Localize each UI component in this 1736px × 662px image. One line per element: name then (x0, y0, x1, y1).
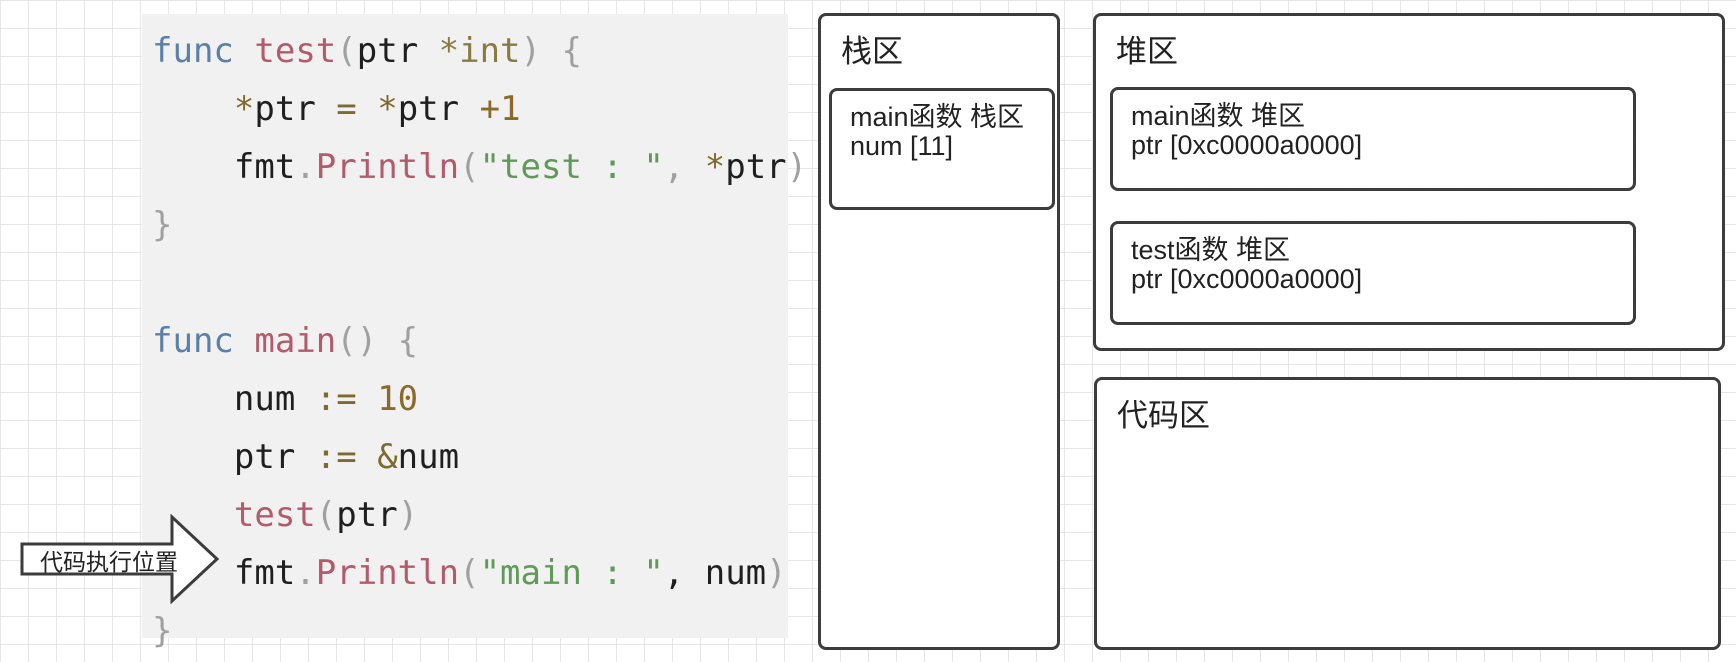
code-token: ( (459, 147, 480, 187)
code-line: fmt.Println("test : ", *ptr) (152, 147, 807, 187)
code-token (234, 31, 254, 71)
code-line: num := 10 (152, 379, 418, 419)
frame-value: ptr [0xc0000a0000] (1131, 264, 1363, 294)
code-token: * (704, 147, 726, 187)
execution-pointer-arrow (20, 514, 220, 604)
code-token: ) { (520, 31, 582, 71)
code-area-title: 代码区 (1117, 398, 1210, 434)
code-token: Println (315, 553, 460, 593)
code-token: fmt (152, 147, 296, 187)
execution-pointer-label: 代码执行位置 (40, 550, 178, 576)
code-token: & (377, 437, 398, 477)
code-token: num (152, 379, 316, 419)
code-token: ptr (152, 437, 316, 477)
code-line: ptr := &num (152, 437, 459, 477)
frame-title: test函数 堆区 (1131, 235, 1291, 265)
frame-value: ptr [0xc0000a0000] (1131, 130, 1363, 160)
code-token: ) (766, 553, 787, 593)
code-token: } (152, 205, 173, 245)
code-token: test (233, 495, 316, 535)
heap-area-title: 堆区 (1116, 34, 1178, 70)
code-token: , (663, 147, 705, 187)
code-token: ptr (356, 31, 439, 71)
code-token (152, 89, 234, 129)
code-line: func test(ptr *int) { (152, 31, 582, 71)
code-line: fmt.Println("main : ", num) (152, 553, 787, 593)
stack-area-title: 栈区 (841, 34, 903, 70)
code-line: test(ptr) (152, 495, 418, 535)
stack-area: 栈区 main函数 栈区 num [11] (818, 13, 1060, 650)
code-token: ) (397, 495, 419, 535)
code-token: , num (663, 553, 767, 593)
code-token: () { (336, 321, 419, 361)
code-token: * (233, 89, 255, 129)
code-token: ( (315, 495, 337, 535)
code-token: main (254, 321, 337, 361)
heap-frame-test: test函数 堆区 ptr [0xc0000a0000] (1110, 221, 1636, 325)
frame-title: main函数 堆区 (1131, 101, 1306, 131)
code-token: ) (786, 147, 808, 187)
code-token: ptr (725, 147, 787, 187)
code-token: * (377, 89, 398, 129)
frame-value: num [11] (850, 131, 954, 161)
code-token: . (295, 147, 316, 187)
heap-area: 堆区 main函数 堆区 ptr [0xc0000a0000] test函数 堆… (1093, 13, 1725, 351)
code-token: ( (336, 31, 357, 71)
heap-frame-main: main函数 堆区 ptr [0xc0000a0000] (1110, 87, 1636, 191)
code-token: Println (315, 147, 460, 187)
code-token: = (336, 89, 378, 129)
code-line: } (152, 611, 172, 651)
code-token: := (315, 437, 378, 477)
code-line: *ptr = *ptr +1 (152, 89, 521, 129)
code-block: func test(ptr *int) { *ptr = *ptr +1 fmt… (142, 14, 807, 651)
code-token (234, 321, 254, 361)
code-line: func main() { (152, 321, 418, 361)
code-token: "main : " (479, 553, 664, 593)
code-area: 代码区 (1094, 377, 1721, 650)
code-token: test (254, 31, 337, 71)
code-token: ptr (336, 495, 398, 535)
code-token: fmt (152, 553, 296, 593)
code-token: *int (438, 31, 521, 71)
code-token: num (397, 437, 460, 477)
code-line: } (152, 205, 172, 245)
code-token: } (152, 611, 173, 651)
code-token: func (152, 321, 234, 361)
code-token: . (295, 553, 316, 593)
code-token: 10 (377, 379, 419, 419)
frame-title: main函数 栈区 (850, 102, 1025, 132)
code-token: +1 (479, 89, 521, 129)
code-token: "test : " (479, 147, 664, 187)
code-token: ( (459, 553, 480, 593)
stack-frame-main: main函数 栈区 num [11] (829, 88, 1055, 210)
code-token: ptr (254, 89, 337, 129)
code-token: ptr (397, 89, 480, 129)
code-token: func (152, 31, 234, 71)
code-token: := (315, 379, 378, 419)
